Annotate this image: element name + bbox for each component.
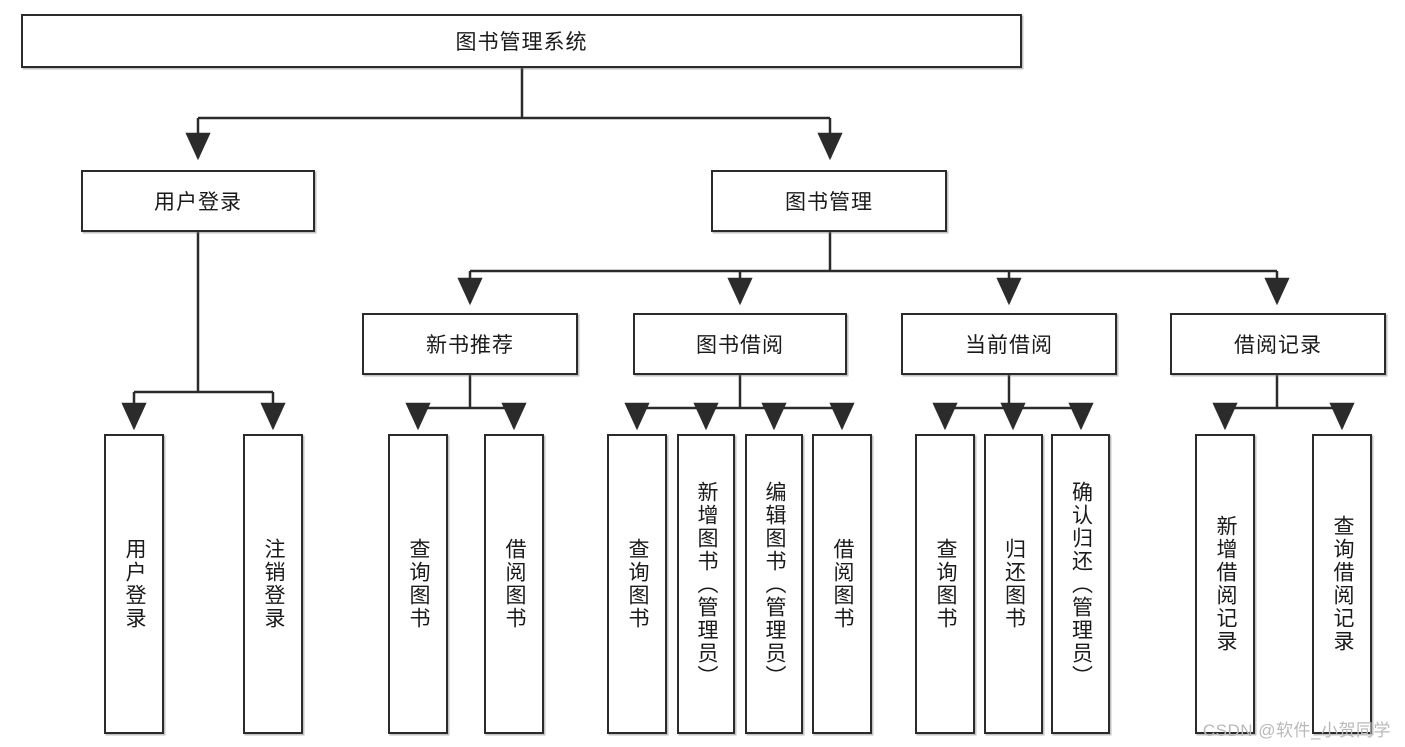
watermark: CSDN @软件_小贺同学 [1202, 721, 1391, 740]
node-label: 图书管理 [785, 191, 873, 214]
node-label: 确认归还（管理员） [1069, 480, 1093, 688]
node-label: 编辑图书（管理员） [763, 480, 787, 688]
node-label: 用户登录 [123, 538, 147, 630]
leaf-borrow-book-recommend[interactable]: 借阅图书 [484, 434, 544, 734]
node-book-borrow[interactable]: 图书借阅 [633, 313, 847, 375]
node-label: 查询图书 [934, 538, 958, 630]
node-label: 用户登录 [154, 191, 242, 214]
leaf-edit-book[interactable]: 编辑图书（管理员） [745, 434, 803, 734]
leaf-confirm-return[interactable]: 确认归还（管理员） [1051, 434, 1110, 734]
node-label: 借阅记录 [1234, 334, 1322, 357]
node-label: 图书管理系统 [455, 31, 588, 54]
leaf-query-book-recommend[interactable]: 查询图书 [388, 434, 448, 734]
node-label: 图书借阅 [696, 334, 784, 357]
node-label: 查询借阅记录 [1331, 515, 1355, 653]
leaf-logout-login[interactable]: 注销登录 [243, 434, 303, 734]
node-borrow-record[interactable]: 借阅记录 [1170, 313, 1386, 375]
node-new-book-recommend[interactable]: 新书推荐 [362, 313, 578, 375]
node-label: 借阅图书 [503, 538, 527, 630]
leaf-add-borrow-record[interactable]: 新增借阅记录 [1195, 434, 1255, 734]
node-label: 归还图书 [1002, 538, 1026, 630]
node-label: 当前借阅 [965, 334, 1053, 357]
node-book-management-system[interactable]: 图书管理系统 [21, 14, 1022, 68]
leaf-query-book-borrow[interactable]: 查询图书 [607, 434, 667, 734]
leaf-user-login[interactable]: 用户登录 [104, 434, 164, 734]
node-book-management[interactable]: 图书管理 [711, 170, 947, 232]
node-label: 新增借阅记录 [1214, 515, 1238, 653]
node-label: 新书推荐 [426, 334, 514, 357]
node-label: 借阅图书 [831, 538, 855, 630]
node-label: 新增图书（管理员） [695, 480, 719, 688]
node-label: 查询图书 [407, 538, 431, 630]
node-label: 注销登录 [262, 538, 286, 630]
node-user-login[interactable]: 用户登录 [81, 170, 315, 232]
node-current-borrow[interactable]: 当前借阅 [901, 313, 1117, 375]
leaf-return-book[interactable]: 归还图书 [984, 434, 1043, 734]
node-label: 查询图书 [626, 538, 650, 630]
leaf-query-book-current[interactable]: 查询图书 [915, 434, 975, 734]
leaf-add-book[interactable]: 新增图书（管理员） [677, 434, 735, 734]
leaf-borrow-book-borrow[interactable]: 借阅图书 [812, 434, 872, 734]
leaf-query-borrow-record[interactable]: 查询借阅记录 [1312, 434, 1372, 734]
